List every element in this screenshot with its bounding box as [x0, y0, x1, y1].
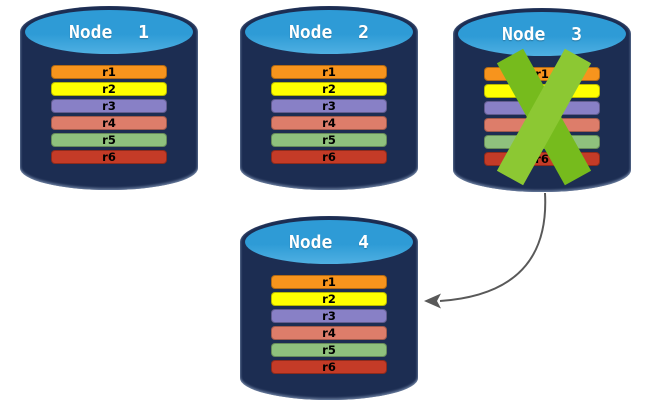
replica-row-r6: r6: [271, 150, 387, 164]
replica-row-r2: r2: [271, 82, 387, 96]
replica-row-r4: r4: [271, 116, 387, 130]
replica-row-r1: r1: [271, 65, 387, 79]
failover-arrow-line: [439, 192, 547, 302]
node-2: Node 2 r1 r2 r3 r4 r5 r6: [240, 6, 418, 190]
node-4-cylinder-top: Node 4: [245, 220, 413, 264]
replica-row-r1: r1: [271, 275, 387, 289]
replica-row-r3: r3: [271, 309, 387, 323]
node-2-cylinder-top: Node 2: [245, 10, 413, 54]
failure-x-stroke-slash: [496, 48, 592, 186]
node-1-label: Node 1: [68, 21, 150, 43]
replica-row-r3: r3: [51, 99, 167, 113]
node-4: Node 4 r1 r2 r3 r4 r5 r6: [240, 216, 418, 400]
node-3-cylinder-top: Node 3: [458, 12, 626, 56]
replica-row-r5: r5: [271, 343, 387, 357]
failure-x-icon: [496, 48, 592, 186]
replica-row-r4: r4: [271, 326, 387, 340]
replica-row-r1: r1: [51, 65, 167, 79]
replica-row-r4: r4: [51, 116, 167, 130]
node-4-row-stack: r1 r2 r3 r4 r5 r6: [271, 275, 387, 377]
replica-row-r6: r6: [51, 150, 167, 164]
replica-row-r5: r5: [51, 133, 167, 147]
failover-arrow-head-icon: [424, 293, 441, 309]
replica-row-r2: r2: [51, 82, 167, 96]
node-2-label: Node 2: [288, 21, 370, 43]
node-4-label: Node 4: [288, 231, 370, 253]
node-1-cylinder-top: Node 1: [25, 10, 193, 54]
node-2-row-stack: r1 r2 r3 r4 r5 r6: [271, 65, 387, 167]
replica-row-r6: r6: [271, 360, 387, 374]
replica-row-r5: r5: [271, 133, 387, 147]
replica-row-r2: r2: [271, 292, 387, 306]
node-1-row-stack: r1 r2 r3 r4 r5 r6: [51, 65, 167, 167]
node-1: Node 1 r1 r2 r3 r4 r5 r6: [20, 6, 198, 190]
node-3-label: Node 3: [501, 23, 583, 45]
replica-row-r3: r3: [271, 99, 387, 113]
